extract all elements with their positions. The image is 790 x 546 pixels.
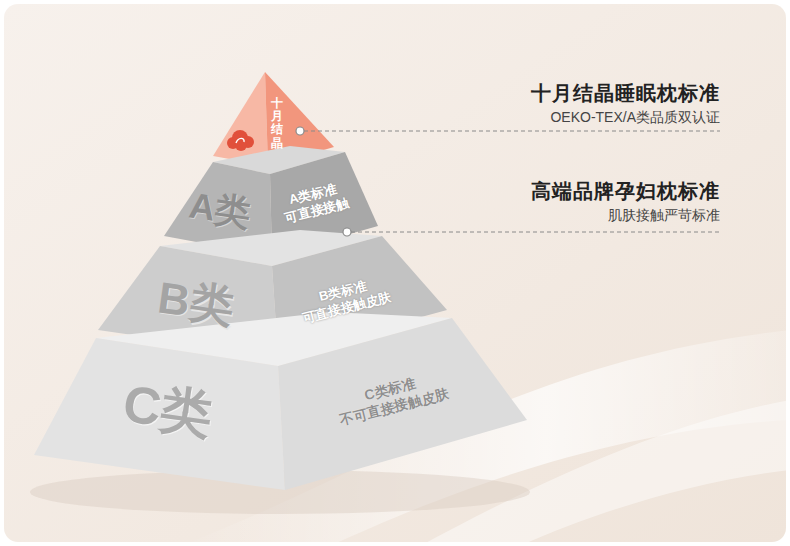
class-letter: B类 [154, 268, 237, 335]
class-letter: A类 [186, 183, 254, 238]
callout-title: 十月结晶睡眠枕标准 [531, 80, 720, 107]
tier-outline [34, 312, 527, 490]
callout-title: 高端品牌孕妇枕标准 [531, 178, 720, 205]
callout-note: OEKO-TEX/A类品质双认证 [550, 109, 720, 127]
tier-face [34, 338, 285, 490]
tier-face [278, 318, 527, 490]
class-letter: C类 [119, 370, 217, 449]
tier-face [213, 72, 268, 166]
brand-text: 十月结晶 [271, 97, 283, 150]
cloud-logo [227, 130, 254, 151]
leader-dot [296, 127, 304, 135]
callout-note: 肌肤接触严苛标准 [608, 207, 720, 225]
leader-line [304, 131, 720, 132]
leader-dot [343, 228, 351, 236]
tier-c: C类C类标准 不可直接接触皮肤 [34, 312, 527, 490]
leader-line [351, 232, 720, 233]
